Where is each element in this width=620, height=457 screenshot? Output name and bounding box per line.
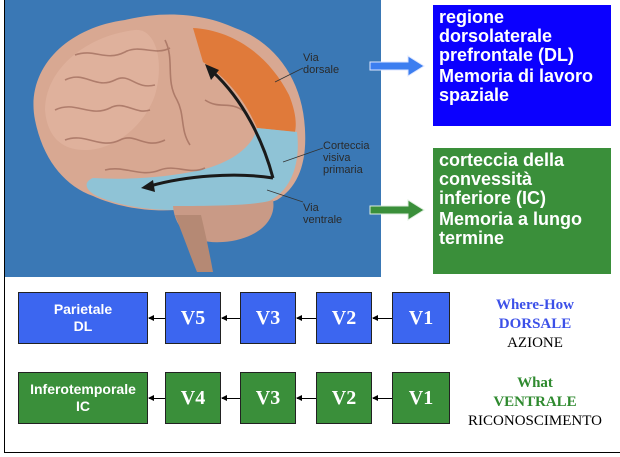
dorsal-stream-arrow [211,70,275,179]
ventral-title: What [517,375,553,391]
brain-illustration-panel: Via dorsale Corteccia visiva primaria Vi… [5,0,381,277]
ventral-arrow-2 [221,395,240,401]
ventral-pointer-arrow [369,199,425,221]
ventral-arrow-4 [372,395,392,401]
brainstem [175,215,213,272]
dorsal-arrow-4 [372,315,392,321]
frame-left-border [4,0,5,452]
ventral-node-inferotemporal: Inferotemporale IC [18,372,148,424]
dorsal-node-v3: V3 [240,292,296,344]
ventral-node-v1: V1 [392,372,450,424]
dorsal-pathway-label: Via dorsale [303,52,340,76]
parietal-region [193,28,296,132]
occipital-temporal-region [86,128,298,214]
dorsal-node-v2: V2 [316,292,372,344]
ventral-stream-caption: What VENTRALE RICONOSCIMENTO [452,374,618,431]
ventral-node-v2: V2 [316,372,372,424]
primary-visual-cortex-label: Corteccia visiva primaria [323,140,370,176]
ventral-stream-arrow [149,173,274,188]
dl-region-text: regione dorsolaterale prefrontale (DL) [439,7,574,65]
ventral-node-v3: V3 [240,372,296,424]
ventral-subtitle: VENTRALE [493,394,577,410]
dorsal-arrow-1 [148,315,165,321]
ventral-arrow-3 [296,395,316,401]
ventral-pathway-label: Via ventrale [303,202,343,226]
dorsal-node-parietal: Parietale DL [18,292,148,344]
ventral-function: RICONOSCIMENTO [468,413,602,429]
dorsal-arrow-3 [296,315,316,321]
ventral-node-v4: V4 [165,372,221,424]
dorsal-stream-caption: Where-How DORSALE AZIONE [460,296,610,353]
inferior-convexity-box: corteccia della convessità inferiore (IC… [433,148,611,274]
brain-illustration [5,0,381,277]
dorsal-function: AZIONE [507,335,563,351]
spatial-working-memory-text: Memoria di lavoro spaziale [439,66,594,105]
dorsal-pointer-arrow [369,55,425,77]
pointer-arrows [369,55,425,221]
dorsal-node-v1: V1 [392,292,450,344]
dorsal-subtitle: DORSALE [498,316,572,332]
dorsal-title: Where-How [495,297,575,313]
ventral-arrow-1 [148,395,165,401]
long-term-memory-text: Memoria a lungo termine [439,209,583,248]
dorsal-arrow-2 [221,315,240,321]
dorsal-node-v5: V5 [165,292,221,344]
frame-bottom-border [4,452,620,453]
dorsolateral-prefrontal-box: regione dorsolaterale prefrontale (DL) M… [433,5,611,126]
ic-region-text: corteccia della convessità inferiore (IC… [439,150,565,208]
